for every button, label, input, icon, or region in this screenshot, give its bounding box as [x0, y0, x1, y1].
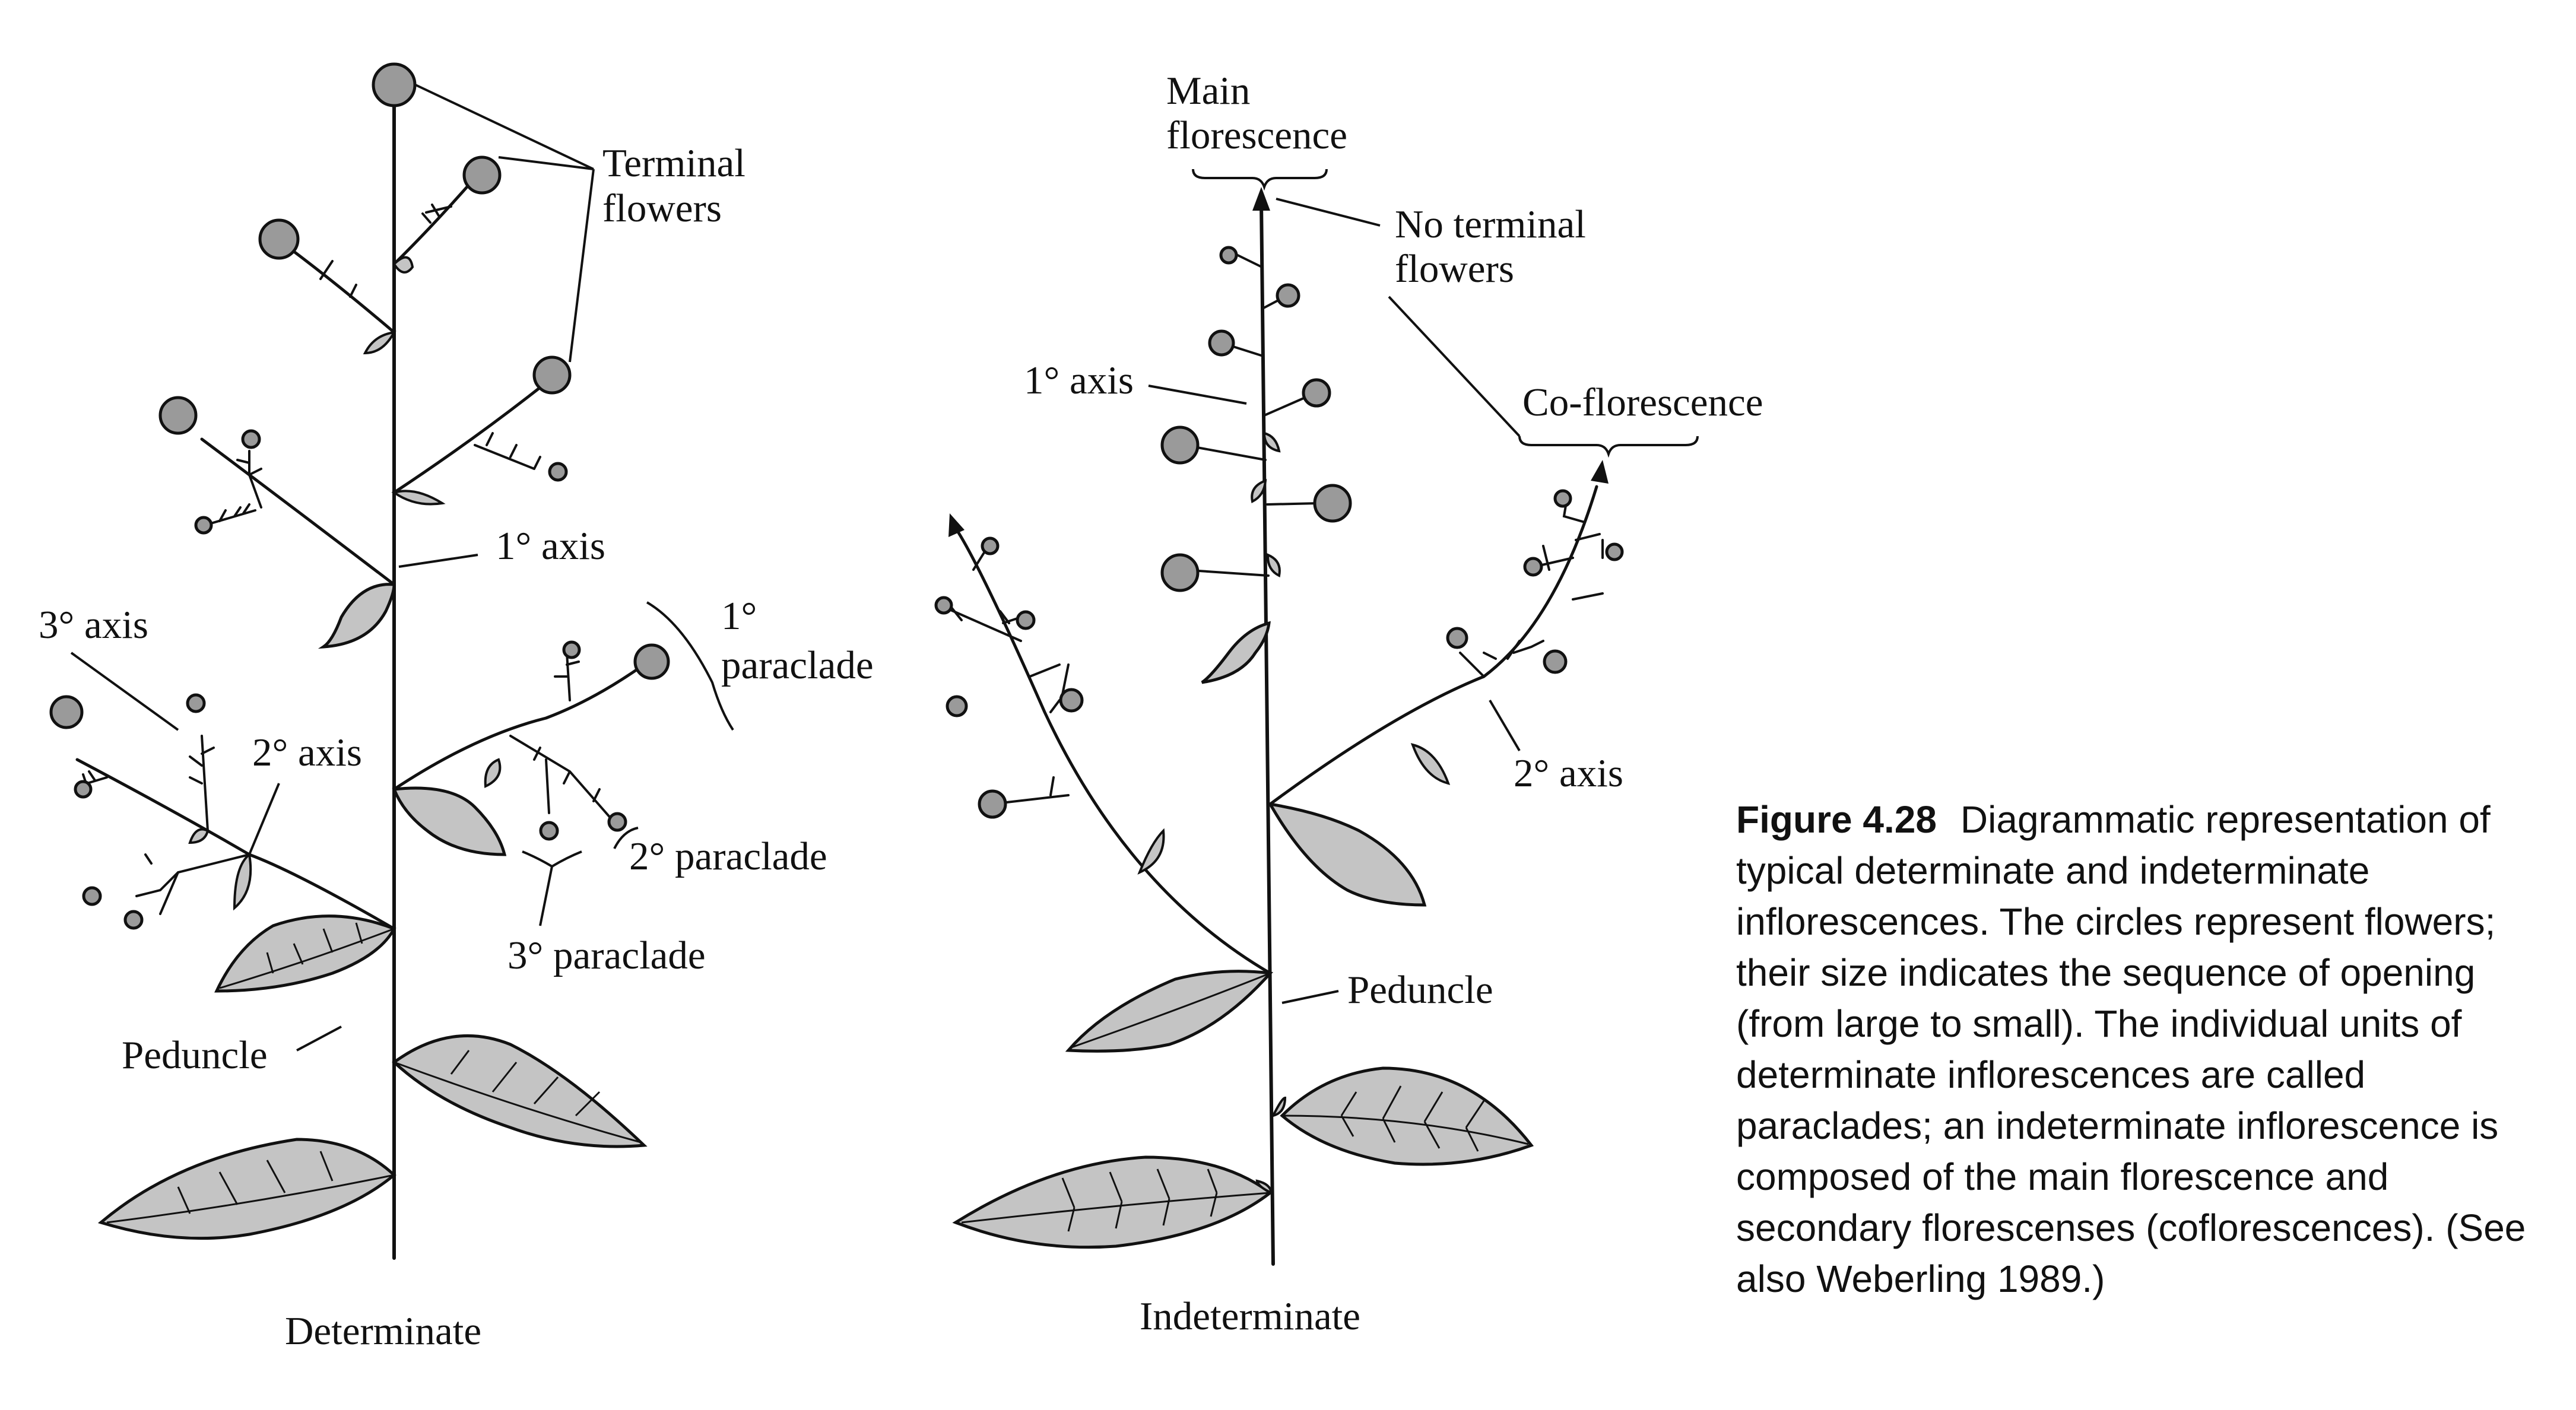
main-flower-5: [1160, 425, 1200, 465]
leaf-lower-right: [392, 1034, 648, 1148]
main-stem-arrow: [1252, 187, 1270, 211]
right-cof-flower-4: [1446, 627, 1468, 649]
label-3-paraclade: 3° paraclade: [507, 933, 706, 977]
small-flower-2-axis-left: [82, 886, 102, 906]
right-cof-flower-3: [1523, 557, 1543, 577]
terminal-flower-middle-right: [532, 355, 572, 395]
label-no-terminal-flowers-2: flowers: [1395, 247, 1514, 291]
terminal-flower-upper-right: [462, 155, 502, 195]
coflorescence-left-arrow: [948, 513, 965, 537]
label-terminal-flowers-1: Terminal: [602, 141, 745, 185]
left-cof-flower-1: [981, 536, 1000, 555]
coflorescence-right-arrow: [1591, 460, 1609, 484]
title-determinate: Determinate: [285, 1309, 481, 1353]
branch-upper-right: [392, 176, 477, 266]
small-flower-2-axis-bottom: [123, 910, 144, 930]
branch-lower-right: [392, 663, 646, 791]
branch-middle-left: [200, 437, 396, 586]
branch-middle-right: [392, 381, 548, 494]
small-flower-middle-left-2: [194, 516, 213, 535]
leaf-lower-left: [214, 914, 396, 993]
terminal-flower-top: [372, 62, 417, 107]
indeterminate-inflorescence: Main florescence No terminal flowers 1° …: [934, 69, 1763, 1338]
left-cof-flower-3: [1016, 610, 1036, 630]
title-indeterminate: Indeterminate: [1140, 1294, 1360, 1338]
label-1-axis-determinate: 1° axis: [496, 524, 605, 568]
label-terminal-flowers-2: flowers: [602, 186, 722, 230]
right-cof-flower-5: [1543, 649, 1568, 674]
small-flower-middle-left: [241, 429, 261, 449]
main-flower-1: [1219, 246, 1238, 265]
label-1-axis-indeterminate: 1° axis: [1024, 358, 1134, 402]
label-2-axis-indeterminate: 2° axis: [1514, 751, 1623, 795]
main-flower-4: [1302, 378, 1331, 408]
small-flower-paraclade-top: [562, 640, 581, 659]
leaf-1-axis-left: [318, 583, 396, 649]
label-2-paraclade: 2° paraclade: [629, 834, 827, 878]
label-2-axis-determinate: 2° axis: [252, 731, 362, 774]
leaf-indeterminate-left-2: [952, 1155, 1273, 1249]
label-peduncle-indeterminate: Peduncle: [1347, 968, 1493, 1012]
leaf-indeterminate-right-1: [1267, 802, 1427, 907]
label-peduncle-determinate: Peduncle: [122, 1033, 268, 1077]
label-main-florescence-2: florescence: [1166, 113, 1347, 157]
branch-upper-left: [289, 247, 396, 334]
leaf-bottom-left: [97, 1138, 396, 1240]
right-cof-flower-2: [1605, 542, 1624, 561]
right-cof-flower-1: [1553, 489, 1572, 508]
small-flower-middle-right: [548, 462, 568, 482]
label-main-florescence-1: Main: [1166, 69, 1250, 113]
main-flower-6: [1313, 484, 1352, 523]
flower-1-paraclade: [633, 643, 670, 680]
indeterminate-main-stem: [1260, 200, 1275, 1266]
label-co-florescence: Co-florescence: [1522, 380, 1763, 424]
label-1-paraclade-2: paraclade: [721, 643, 874, 687]
left-cof-flower-5: [1059, 688, 1084, 713]
label-1-paraclade-1: 1°: [721, 594, 757, 638]
small-flower-3-paraclade: [539, 821, 559, 841]
small-flower-3-axis-top: [186, 693, 206, 713]
left-cof-flower-4: [946, 695, 968, 717]
caption-text: Diagrammatic representation of typical d…: [1736, 798, 2526, 1300]
left-cof-flower-2: [934, 596, 953, 615]
main-flower-2: [1276, 283, 1300, 308]
flower-3-axis: [49, 695, 84, 729]
determinate-inflorescence: Terminal flowers 1° axis 3° axis 2° axis…: [39, 62, 874, 1353]
coflorescence-left: [954, 526, 1272, 975]
small-flower-3-axis-left: [74, 780, 93, 799]
main-flower-3: [1208, 329, 1235, 357]
small-flower-2-paraclade: [607, 812, 627, 832]
leaf-main-florescence: [1201, 621, 1271, 684]
terminal-flower-middle-left: [158, 396, 198, 435]
left-cof-flower-6: [978, 789, 1007, 819]
leaf-indeterminate-right-2: [1280, 1066, 1534, 1166]
label-3-axis: 3° axis: [39, 603, 148, 647]
main-flower-7: [1160, 553, 1200, 592]
terminal-flower-upper-left: [258, 218, 300, 260]
figure-number: Figure 4.28: [1736, 798, 1937, 841]
label-no-terminal-flowers-1: No terminal: [1395, 202, 1586, 246]
leaf-paraclade: [392, 786, 507, 856]
